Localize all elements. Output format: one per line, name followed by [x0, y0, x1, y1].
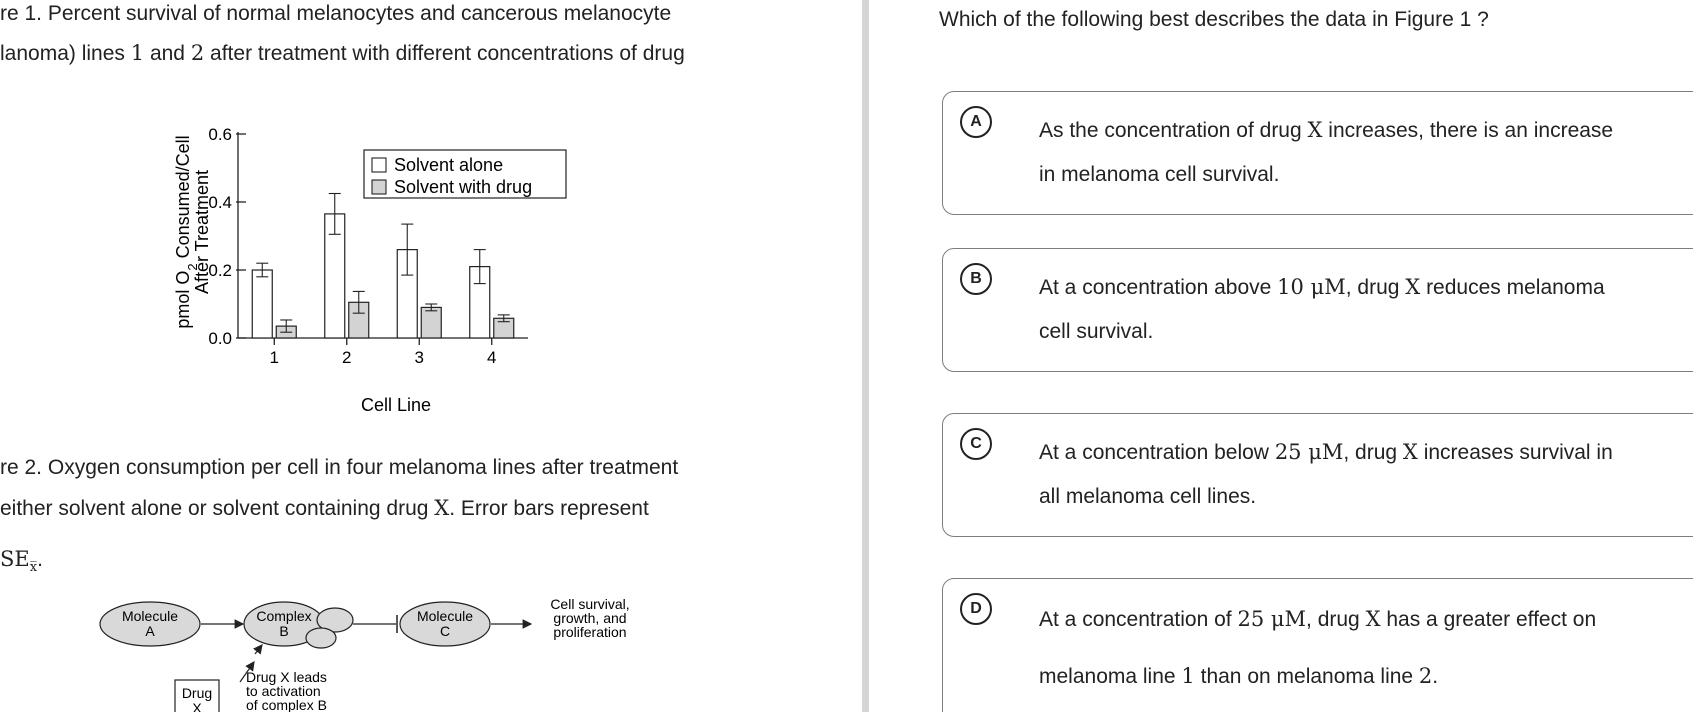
molecule-a-label: Molecule	[122, 608, 178, 624]
arrow-drug-upper	[253, 644, 263, 655]
right-pane: Which of the following best describes th…	[869, 0, 1693, 712]
answer-option-b[interactable]: B At a concentration above 10 μM, drug X…	[942, 248, 1693, 372]
legend-box	[363, 149, 567, 199]
answer-option-a[interactable]: A As the concentration of drug X increas…	[942, 91, 1693, 215]
drug-note-line3: of complex B	[246, 697, 327, 712]
option-letter-b: B	[960, 263, 992, 295]
x-tick-label: 1	[270, 348, 279, 367]
y-axis-label-line1: pmol O2 Consumed/Cell	[173, 135, 200, 328]
legend-swatch	[371, 157, 387, 173]
complex-b-label: Complex	[256, 608, 311, 624]
left-pane: re 1. Percent survival of normal melanoc…	[0, 2, 685, 712]
figure1-caption-line2: lanoma) lines 1 and 2 after treatment wi…	[0, 41, 685, 65]
option-letter-a: A	[960, 106, 992, 138]
pathway-diagram: Molecule A Complex B Molecule C Cell sur…	[99, 596, 630, 712]
option-letter-d: D	[960, 593, 992, 625]
option-text-b: At a concentration above 10 μM, drug X r…	[1039, 275, 1605, 343]
figure2-caption-line3: SEx̅.	[0, 547, 43, 576]
drug-box	[174, 679, 220, 712]
figure1-caption-line1: re 1. Percent survival of normal melanoc…	[0, 2, 672, 25]
molecule-c-shape	[399, 601, 491, 647]
drug-box-label: Drug	[182, 685, 212, 701]
option-text-c: At a concentration below 25 μM, drug X i…	[1039, 440, 1613, 508]
option-text-d: At a concentration of 25 μM, drug X has …	[1039, 607, 1597, 688]
drug-note-line1: Drug X leads	[246, 669, 327, 685]
outcome-line2: growth, and	[553, 610, 626, 626]
molecule-c-label: Molecule	[417, 608, 473, 624]
outcome-line3: proliferation	[553, 624, 626, 640]
x-tick-label: 4	[487, 348, 496, 367]
option-letter-c: C	[960, 428, 992, 460]
drug-note-line2: to activation	[246, 683, 321, 699]
answer-option-c[interactable]: C At a concentration below 25 μM, drug X…	[942, 413, 1693, 537]
question-stem: Which of the following best describes th…	[939, 8, 1489, 31]
y-axis-label-line2: After Treatment	[192, 170, 212, 294]
pane-divider[interactable]	[862, 0, 869, 712]
y-tick-label: 0.0	[208, 329, 232, 348]
bar-solvent-alone	[251, 269, 273, 339]
figure2-caption-line1: re 2. Oxygen consumption per cell in fou…	[0, 456, 679, 479]
molecule-a-letter: A	[145, 623, 155, 639]
x-axis-label: Cell Line	[361, 395, 431, 415]
y-tick-label: 0.6	[208, 125, 232, 144]
complex-b-subunit-top	[316, 607, 354, 633]
y-tick-label: 0.4	[208, 193, 232, 212]
complex-b-subunit-bottom	[305, 627, 337, 649]
figure2-caption-line2: either solvent alone or solvent containi…	[0, 496, 649, 520]
answer-option-d[interactable]: D At a concentration of 25 μM, drug X ha…	[942, 578, 1693, 712]
x-tick-label: 2	[342, 348, 351, 367]
legend-label: Solvent alone	[394, 155, 503, 175]
molecule-a-shape	[99, 601, 201, 647]
x-tick-label: 3	[415, 348, 424, 367]
drug-box-letter: X	[192, 700, 202, 712]
legend-swatch	[371, 179, 387, 195]
outcome-line1: Cell survival,	[550, 596, 629, 612]
molecule-c-letter: C	[440, 623, 450, 639]
y-tick-label: 0.2	[208, 261, 232, 280]
bar-solvent-with-drug	[420, 306, 442, 339]
option-text-a: As the concentration of drug X increases…	[1039, 118, 1614, 186]
arrow-drug-to-b	[239, 661, 255, 683]
legend-label: Solvent with drug	[394, 177, 532, 197]
complex-b-letter: B	[279, 623, 288, 639]
